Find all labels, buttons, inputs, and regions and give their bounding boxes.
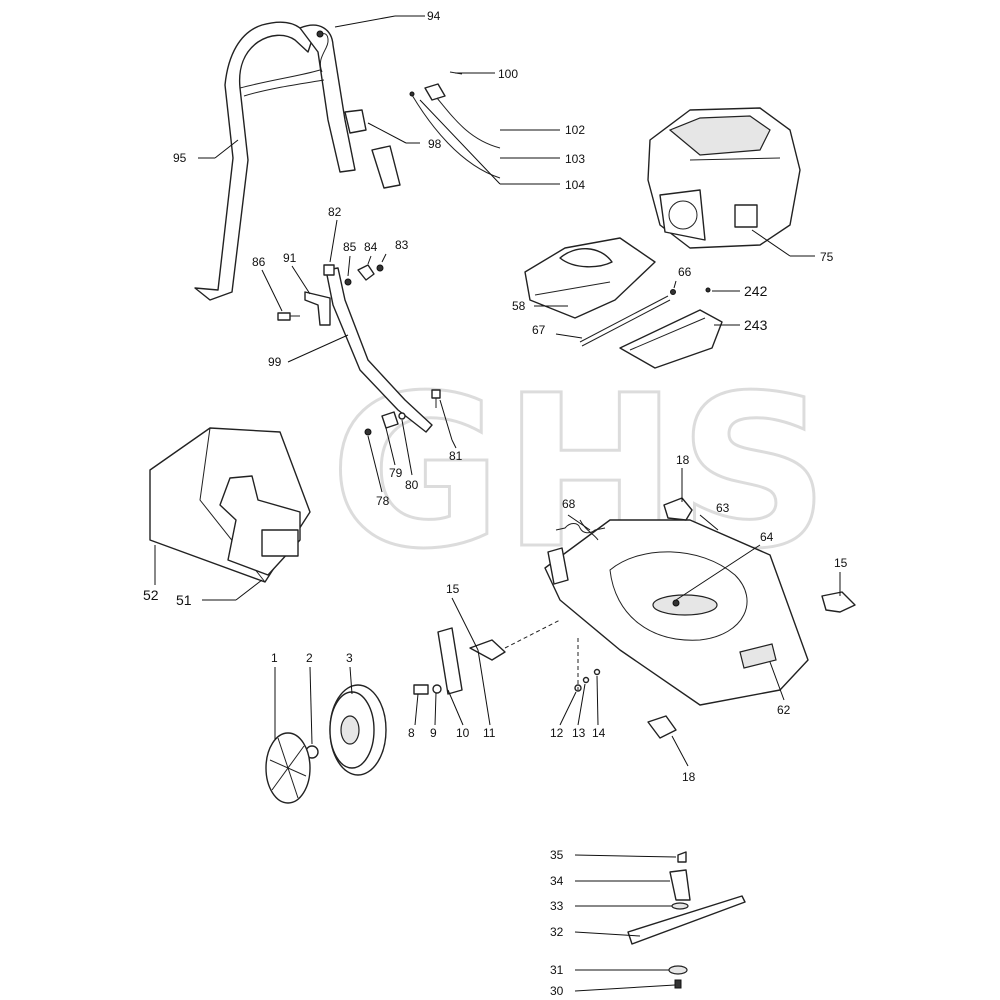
label-30: 30	[550, 984, 564, 998]
label-8: 8	[408, 726, 415, 740]
label-99: 99	[268, 355, 282, 369]
label-18-bottom: 18	[682, 770, 696, 784]
engine-75	[647, 107, 801, 249]
label-83: 83	[395, 238, 409, 252]
label-98: 98	[428, 137, 442, 151]
label-85: 85	[343, 240, 357, 254]
label-9: 9	[430, 726, 437, 740]
label-13: 13	[572, 726, 586, 740]
label-95: 95	[173, 151, 187, 165]
upper-handle	[194, 21, 356, 301]
label-66: 66	[678, 265, 692, 279]
axle-plate-10	[437, 627, 463, 695]
label-64: 64	[760, 530, 774, 544]
deck-bracket-11	[469, 619, 561, 661]
label-82: 82	[328, 205, 342, 219]
label-12: 12	[550, 726, 564, 740]
label-94: 94	[427, 9, 441, 23]
label-80: 80	[405, 478, 419, 492]
label-103: 103	[565, 152, 585, 166]
label-100: 100	[498, 67, 518, 81]
cable-94	[316, 30, 329, 73]
label-86: 86	[252, 255, 266, 269]
label-10: 10	[456, 726, 470, 740]
label-34: 34	[550, 874, 564, 888]
label-3: 3	[346, 651, 353, 665]
part-number-labels: 94 100 95 98 102 103 104 75 82 85 84 83 …	[143, 9, 848, 998]
label-104: 104	[565, 178, 585, 192]
label-15-left: 15	[446, 582, 460, 596]
label-63: 63	[716, 501, 730, 515]
label-102: 102	[565, 123, 585, 137]
small-hardware-12-13-14	[574, 638, 601, 692]
label-79: 79	[389, 466, 403, 480]
label-62: 62	[777, 703, 791, 717]
leader-lines	[154, 15, 841, 992]
blade-stack	[627, 851, 746, 989]
hinge-rod-67	[579, 287, 711, 347]
bag-frame-51	[219, 475, 301, 576]
label-32: 32	[550, 925, 564, 939]
label-1: 1	[271, 651, 278, 665]
label-2: 2	[306, 651, 313, 665]
label-75: 75	[820, 250, 834, 264]
label-68: 68	[562, 497, 576, 511]
throttle-cable-102	[409, 71, 501, 179]
label-81: 81	[449, 449, 463, 463]
label-84: 84	[364, 240, 378, 254]
label-58: 58	[512, 299, 526, 313]
label-242: 242	[744, 283, 768, 299]
label-33: 33	[550, 899, 564, 913]
hub-cap-1	[265, 732, 311, 804]
label-52: 52	[143, 587, 159, 603]
label-243: 243	[744, 317, 768, 333]
handle-clamp-98	[344, 109, 401, 189]
deck-63	[544, 519, 809, 706]
spring-68	[555, 523, 606, 534]
handle-hardware	[277, 264, 441, 436]
bolt-washer-8-9	[413, 684, 442, 695]
wheel-3	[329, 684, 387, 776]
label-31: 31	[550, 963, 564, 977]
rear-flap-58	[524, 237, 656, 319]
rear-hinge-right-15	[821, 591, 856, 613]
label-91: 91	[283, 251, 297, 265]
lower-handle-99	[323, 264, 433, 433]
label-67: 67	[532, 323, 546, 337]
label-51: 51	[176, 592, 192, 608]
label-18-top: 18	[676, 453, 690, 467]
label-14: 14	[592, 726, 606, 740]
label-78: 78	[376, 494, 390, 508]
label-35: 35	[550, 848, 564, 862]
front-hinge-18	[647, 715, 677, 739]
rear-hinge-left-18	[663, 497, 693, 521]
mulch-plug-243	[619, 309, 723, 369]
label-11: 11	[483, 726, 496, 740]
label-15-right: 15	[834, 556, 848, 570]
